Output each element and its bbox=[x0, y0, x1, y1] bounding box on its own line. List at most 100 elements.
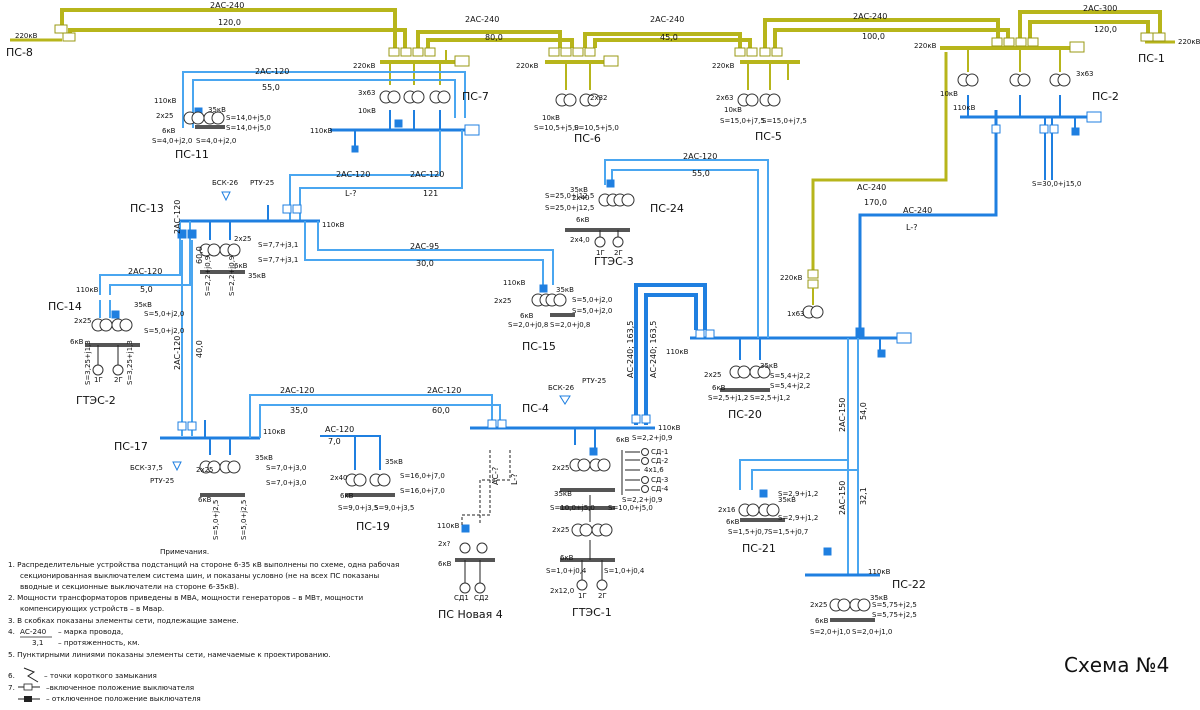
svg-text:2АС-150: 2АС-150 bbox=[838, 481, 847, 515]
svg-text:60,0: 60,0 bbox=[432, 406, 450, 415]
svg-text:2х?: 2х? bbox=[438, 540, 451, 548]
svg-text:55,0: 55,0 bbox=[262, 83, 280, 92]
svg-text:6кВ: 6кВ bbox=[198, 496, 212, 504]
ps8-label: ПС-8 bbox=[6, 46, 33, 59]
svg-text:СД-4: СД-4 bbox=[651, 485, 669, 493]
svg-text:220кВ: 220кВ bbox=[353, 62, 376, 70]
svg-text:35кВ: 35кВ bbox=[255, 454, 273, 462]
ps11-label: ПС-11 bbox=[175, 148, 209, 161]
svg-text:2х25: 2х25 bbox=[234, 235, 252, 243]
svg-text:110кВ: 110кВ bbox=[310, 127, 333, 135]
svg-text:S=1,5+j0,7: S=1,5+j0,7 bbox=[768, 528, 808, 536]
svg-text:5,0: 5,0 bbox=[140, 285, 153, 294]
svg-text:110кВ: 110кВ bbox=[154, 97, 177, 105]
svg-text:110кВ: 110кВ bbox=[868, 568, 891, 576]
svg-text:секционированная выключателем: секционированная выключателем система ши… bbox=[20, 571, 379, 580]
load-labels: S=10,5+j5,0 S=10,5+j5,0 S=15,0+j7,5 S=15… bbox=[84, 114, 1081, 636]
svg-text:4х1,6: 4х1,6 bbox=[644, 466, 664, 474]
voltage-labels: 220кВ 220кВ 220кВ 220кВ 220кВ 220кВ 220к… bbox=[15, 32, 1200, 625]
svg-text:54,0: 54,0 bbox=[859, 402, 868, 420]
svg-text:220кВ: 220кВ bbox=[780, 274, 803, 282]
svg-text:S=2,9+j1,2: S=2,9+j1,2 bbox=[778, 490, 818, 498]
svg-text:110кВ: 110кВ bbox=[503, 279, 526, 287]
svg-text:1. Распределительные устройств: 1. Распределительные устройства подстанц… bbox=[8, 560, 399, 569]
svg-text:вводные и секционные выключате: вводные и секционные выключатели на стор… bbox=[20, 582, 239, 591]
svg-text:компенсирующих устройств – в М: компенсирующих устройств – в Мвар. bbox=[20, 604, 164, 613]
svg-text:–включенное положение выключат: –включенное положение выключателя bbox=[46, 683, 194, 692]
svg-text:35,0: 35,0 bbox=[290, 406, 308, 415]
svg-text:2х40: 2х40 bbox=[572, 194, 590, 202]
svg-text:L-?: L-? bbox=[345, 189, 356, 198]
svg-text:S=16,0+j7,0: S=16,0+j7,0 bbox=[400, 472, 445, 480]
ps21-label: ПС-21 bbox=[742, 542, 776, 555]
svg-text:АС-?: АС-? bbox=[491, 467, 500, 485]
svg-text:10кВ: 10кВ bbox=[358, 107, 376, 115]
svg-text:БСК-26: БСК-26 bbox=[212, 179, 239, 187]
svg-text:32,1: 32,1 bbox=[859, 487, 868, 505]
gtes2-label: ГТЭС-2 bbox=[76, 394, 116, 407]
svg-text:СД2: СД2 bbox=[474, 594, 489, 602]
svg-text:2АС-240: 2АС-240 bbox=[650, 15, 684, 24]
svg-text:2х63: 2х63 bbox=[716, 94, 734, 102]
svg-text:S=2,2+j0,9: S=2,2+j0,9 bbox=[204, 256, 212, 296]
svg-text:АС-120: АС-120 bbox=[325, 425, 354, 434]
ps6-label: ПС-6 bbox=[574, 132, 601, 145]
svg-text:10кВ: 10кВ bbox=[724, 106, 742, 114]
svg-text:S=5,0+j2,0: S=5,0+j2,0 bbox=[572, 296, 612, 304]
svg-text:– протяженность, км.: – протяженность, км. bbox=[58, 638, 140, 647]
svg-text:2х16: 2х16 bbox=[718, 506, 736, 514]
ps5-label: ПС-5 bbox=[755, 130, 782, 143]
svg-text:2АС-120: 2АС-120 bbox=[255, 67, 289, 76]
svg-text:2АС-120: 2АС-120 bbox=[128, 267, 162, 276]
svg-text:35кВ: 35кВ bbox=[870, 594, 888, 602]
svg-text:S=2,5+j1,2: S=2,5+j1,2 bbox=[708, 394, 748, 402]
svg-text:3х63: 3х63 bbox=[358, 89, 376, 97]
svg-text:6кВ: 6кВ bbox=[576, 216, 590, 224]
svg-text:220кВ: 220кВ bbox=[1178, 38, 1200, 46]
svg-text:3,1: 3,1 bbox=[32, 638, 43, 647]
svg-text:S=1,0+j0,4: S=1,0+j0,4 bbox=[546, 567, 587, 575]
svg-text:2АС-120: 2АС-120 bbox=[173, 336, 182, 370]
svg-text:30,0: 30,0 bbox=[416, 259, 434, 268]
svg-text:2АС-300: 2АС-300 bbox=[1083, 4, 1117, 13]
svg-text:S=4,0+j2,0: S=4,0+j2,0 bbox=[152, 137, 192, 145]
ps13-label: ПС-13 bbox=[130, 202, 164, 215]
svg-text:S=25,0+j12,5: S=25,0+j12,5 bbox=[545, 204, 594, 212]
equipment-labels: 3х63 2х32 2х63 3х63 1х63 2х25 2х40 2х25 … bbox=[74, 70, 1094, 609]
svg-text:S=2,2+j0,9: S=2,2+j0,9 bbox=[632, 434, 672, 442]
lv-buses bbox=[85, 125, 875, 622]
svg-text:2АС-120: 2АС-120 bbox=[336, 170, 370, 179]
svg-text:S=2,2+j0,9: S=2,2+j0,9 bbox=[228, 256, 236, 296]
svg-text:S=3,25+j1,3: S=3,25+j1,3 bbox=[126, 340, 134, 385]
svg-text:2. Мощности трансформаторов пр: 2. Мощности трансформаторов приведены в … bbox=[8, 593, 364, 602]
svg-text:S=10,5+j5,0: S=10,5+j5,0 bbox=[574, 124, 619, 132]
svg-text:РТУ-25: РТУ-25 bbox=[582, 377, 606, 385]
svg-text:35кВ: 35кВ bbox=[556, 286, 574, 294]
svg-text:S=30,0+j15,0: S=30,0+j15,0 bbox=[1032, 180, 1081, 188]
ps14-label: ПС-14 bbox=[48, 300, 82, 313]
ps1-label: ПС-1 bbox=[1138, 52, 1165, 65]
svg-text:35кВ: 35кВ bbox=[570, 186, 588, 194]
svg-text:АС-240; 163,5: АС-240; 163,5 bbox=[626, 321, 635, 378]
svg-text:6кВ: 6кВ bbox=[560, 554, 574, 562]
gtes1-label: ГТЭС-1 bbox=[572, 606, 612, 619]
svg-text:2АС-120: 2АС-120 bbox=[280, 386, 314, 395]
svg-text:2х25: 2х25 bbox=[196, 466, 214, 474]
ps19-label: ПС-19 bbox=[356, 520, 390, 533]
svg-text:2х25: 2х25 bbox=[810, 601, 828, 609]
svg-text:110кВ: 110кВ bbox=[263, 428, 286, 436]
svg-text:S=7,0+j3,0: S=7,0+j3,0 bbox=[266, 479, 306, 487]
svg-text:2АС-120: 2АС-120 bbox=[410, 170, 444, 179]
svg-text:S=2,0+j0,8: S=2,0+j0,8 bbox=[550, 321, 590, 329]
svg-text:6кВ: 6кВ bbox=[726, 518, 740, 526]
svg-text:2АС-240: 2АС-240 bbox=[465, 15, 499, 24]
svg-text:2АС-120: 2АС-120 bbox=[427, 386, 461, 395]
svg-text:110кВ: 110кВ bbox=[76, 286, 99, 294]
svg-text:6кВ: 6кВ bbox=[340, 492, 354, 500]
network-220kv bbox=[10, 8, 1175, 305]
svg-text:2АС-240: 2АС-240 bbox=[853, 12, 887, 21]
svg-text:S=2,5+j1,2: S=2,5+j1,2 bbox=[750, 394, 790, 402]
svg-text:35кВ: 35кВ bbox=[248, 272, 266, 280]
svg-text:4.: 4. bbox=[8, 627, 15, 636]
svg-text:35кВ: 35кВ bbox=[208, 106, 226, 114]
